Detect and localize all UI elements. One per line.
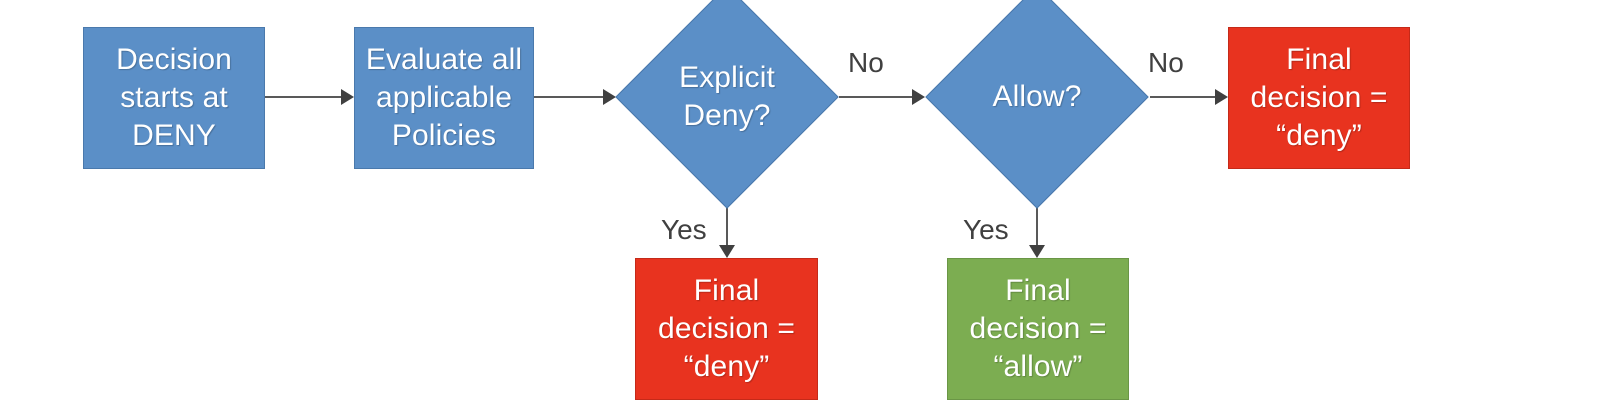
node-final-decision-deny-right[interactable]: Final decision = “deny” [1228, 27, 1410, 169]
node-final-decision-allow-bottom[interactable]: Final decision = “allow” [947, 258, 1129, 400]
node-evaluate-all-applicable-policies[interactable]: Evaluate all applicable Policies [354, 27, 534, 169]
edge-label-explicit-deny-yes: Yes [661, 214, 707, 245]
connector-explicit-deny-no-to-allow [839, 89, 925, 105]
node-final-decision-allow-bottom-label: Final decision = “allow” [969, 274, 1107, 383]
connector-start-to-evaluate [265, 89, 354, 105]
edge-label-allow-yes: Yes [963, 214, 1009, 245]
connector-evaluate-to-explicit-deny [534, 89, 616, 105]
node-allow-decision[interactable]: Allow? [925, 0, 1149, 209]
edge-label-allow-no: No [1148, 47, 1184, 78]
node-explicit-deny-decision[interactable]: Explicit Deny? [615, 0, 839, 209]
edge-label-explicit-deny-no: No [848, 47, 884, 78]
node-final-decision-deny-bottom-label: Final decision = “deny” [658, 274, 795, 383]
node-decision-starts-at-deny[interactable]: Decision starts at DENY [83, 27, 265, 169]
node-final-decision-deny-bottom[interactable]: Final decision = “deny” [635, 258, 818, 400]
node-evaluate-all-applicable-policies-label: Evaluate all applicable Policies [365, 43, 523, 152]
connector-allow-no-to-final-deny [1150, 89, 1228, 105]
node-final-decision-deny-right-label: Final decision = “deny” [1250, 43, 1388, 152]
node-decision-starts-at-deny-label: Decision starts at DENY [116, 43, 232, 152]
